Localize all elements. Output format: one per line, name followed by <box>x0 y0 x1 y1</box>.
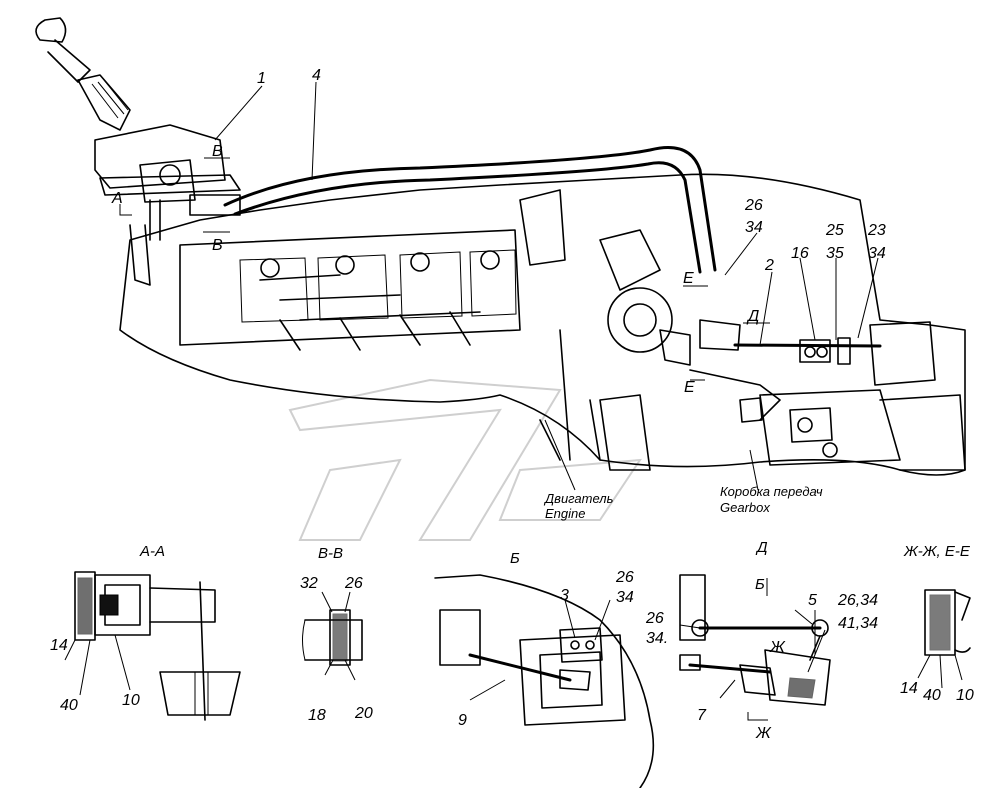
view-d: Д Б 5 26 34. 26,34 41,34 Ж Ж 7 <box>645 539 878 742</box>
view-v-v-label-26: 26 <box>344 575 363 592</box>
view-zh-label-40: 40 <box>923 687 941 704</box>
callout-34: 34 <box>745 219 763 236</box>
view-d-label-4134: 41,34 <box>838 615 878 632</box>
view-v-v-title: В-В <box>318 545 343 562</box>
leader-lines <box>119 81 879 491</box>
view-a-a-label-14: 14 <box>50 637 68 654</box>
view-d-sub-mark: Б <box>755 576 765 593</box>
view-a-a-label-40: 40 <box>60 697 78 714</box>
lever-housing <box>94 124 241 286</box>
view-v-v: В-В 32 26 18 20 <box>300 545 373 724</box>
view-b-title: Б <box>510 550 520 567</box>
gear-lever <box>35 17 131 131</box>
callout-4: 4 <box>312 67 321 84</box>
view-v-v-label-18: 18 <box>308 707 326 724</box>
callout-1: 1 <box>257 70 266 87</box>
view-d-label-5: 5 <box>808 592 817 609</box>
callout-23: 23 <box>867 222 886 239</box>
view-d-label-2634: 26,34 <box>837 592 878 609</box>
view-zh-title: Ж-Ж, Е-Е <box>903 543 971 560</box>
view-v-v-label-32: 32 <box>300 575 318 592</box>
view-b-label-26: 26 <box>615 569 634 586</box>
view-zh-e: Ж-Ж, Е-Е 14 40 10 <box>900 543 974 704</box>
view-b-label-34: 34 <box>616 589 634 606</box>
view-zh-label-14: 14 <box>900 680 918 697</box>
callout-35: 35 <box>826 245 844 262</box>
view-d-zh-mark: Ж <box>769 639 786 656</box>
view-a-a-title: А-А <box>139 543 165 560</box>
engine-label-en: Engine <box>545 506 585 521</box>
view-b: Б 3 26 34 9 <box>434 550 655 789</box>
view-b-label-9: 9 <box>458 712 467 729</box>
view-d-title: Д <box>755 539 768 556</box>
gearbox-label-ru: Коробка передач <box>720 484 823 499</box>
main-callouts: 1 4 26 34 2 16 25 35 23 34 В А В Е Д Е Д… <box>111 67 886 521</box>
callout-26: 26 <box>744 197 763 214</box>
section-mark-v: В <box>212 237 223 254</box>
section-mark-a: А <box>111 190 123 207</box>
view-b-label-3: 3 <box>560 587 569 604</box>
section-mark-v-top: В <box>212 143 223 160</box>
view-d-label-26: 26 <box>645 610 664 627</box>
view-v-v-label-20: 20 <box>354 705 373 722</box>
callout-34b: 34 <box>868 245 886 262</box>
view-d-label-34: 34. <box>646 630 668 647</box>
view-a-a-label-10: 10 <box>122 692 140 709</box>
callout-16: 16 <box>791 245 809 262</box>
gearbox-label-en: Gearbox <box>720 500 770 515</box>
callout-2: 2 <box>764 257 774 274</box>
callout-25: 25 <box>825 222 844 239</box>
section-mark-e-bottom: Е <box>684 379 695 396</box>
view-d-label-7: 7 <box>697 707 707 724</box>
view-a-a: А-А 14 40 10 <box>50 543 241 721</box>
shift-cable <box>223 146 717 274</box>
engine-label-ru: Двигатель <box>543 491 614 506</box>
main-assembly <box>35 17 966 491</box>
section-mark-d: Д <box>746 308 759 325</box>
view-zh-label-10: 10 <box>956 687 974 704</box>
section-mark-e-top: Е <box>683 270 694 287</box>
view-d-zh-mark-bottom: Ж <box>755 725 772 742</box>
engine-outline <box>119 173 966 476</box>
gearbox-assembly <box>733 321 966 471</box>
watermark-logo <box>288 378 642 541</box>
